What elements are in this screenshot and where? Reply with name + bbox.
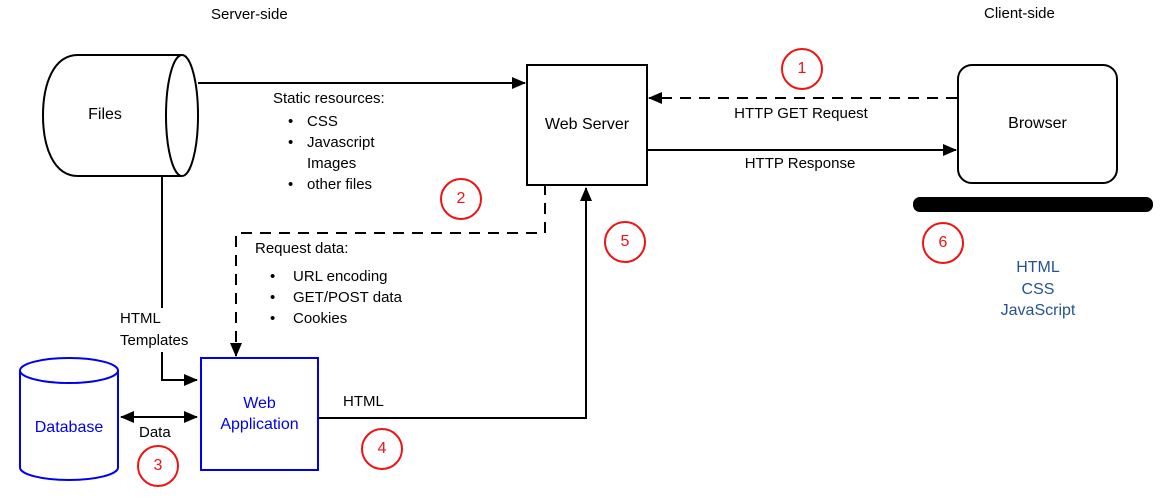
browser-stack-label: HTML CSS JavaScript (1000, 259, 1076, 319)
static-resources-note: Static resources: CSS Javascript Images … (273, 88, 385, 195)
browser-box (957, 64, 1118, 184)
request-data-item: GET/POST data (255, 287, 402, 308)
database-label: Database (34, 419, 104, 436)
edge-request-data-arrow (230, 184, 546, 357)
step-badge-5: 5 (604, 221, 646, 263)
step-badge-3: 3 (137, 445, 179, 487)
laptop-base-bar (913, 197, 1153, 212)
browser-label: Browser (1008, 115, 1067, 132)
web-application-box (200, 357, 319, 471)
static-resources-item: Javascript (273, 132, 385, 153)
data-label: Data (137, 422, 173, 443)
request-data-item: Cookies (255, 308, 402, 329)
edge-html-to-webserver-arrow (318, 187, 592, 419)
static-resources-item: other files (273, 174, 385, 195)
http-response-label: HTTP Response (744, 155, 856, 172)
html-label: HTML (341, 391, 386, 412)
region-label-client-side: Client-side (984, 5, 1055, 22)
step-badge-6: 6 (922, 222, 964, 264)
step-badge-4: 4 (361, 428, 403, 470)
http-get-request-label: HTTP GET Request (734, 105, 868, 122)
database-cylinder (19, 357, 119, 481)
region-label-server-side: Server-side (211, 6, 288, 23)
edge-html-templates-arrow (161, 176, 198, 386)
web-application-label: Web Application (220, 395, 299, 433)
request-data-note: Request data: URL encoding GET/POST data… (255, 238, 402, 329)
files-label: Files (88, 106, 122, 123)
web-server-label: Web Server (544, 116, 630, 133)
web-server-box (526, 64, 648, 186)
step-badge-2: 2 (440, 178, 482, 220)
files-cylinder (41, 54, 199, 177)
request-data-title: Request data: (255, 240, 349, 257)
static-resources-item: CSS (273, 111, 385, 132)
request-data-item: URL encoding (255, 266, 402, 287)
html-templates-label: HTML Templates (118, 308, 191, 352)
static-resources-item: Images (307, 155, 357, 172)
static-resources-title: Static resources: (273, 90, 385, 107)
step-badge-1: 1 (781, 48, 823, 90)
